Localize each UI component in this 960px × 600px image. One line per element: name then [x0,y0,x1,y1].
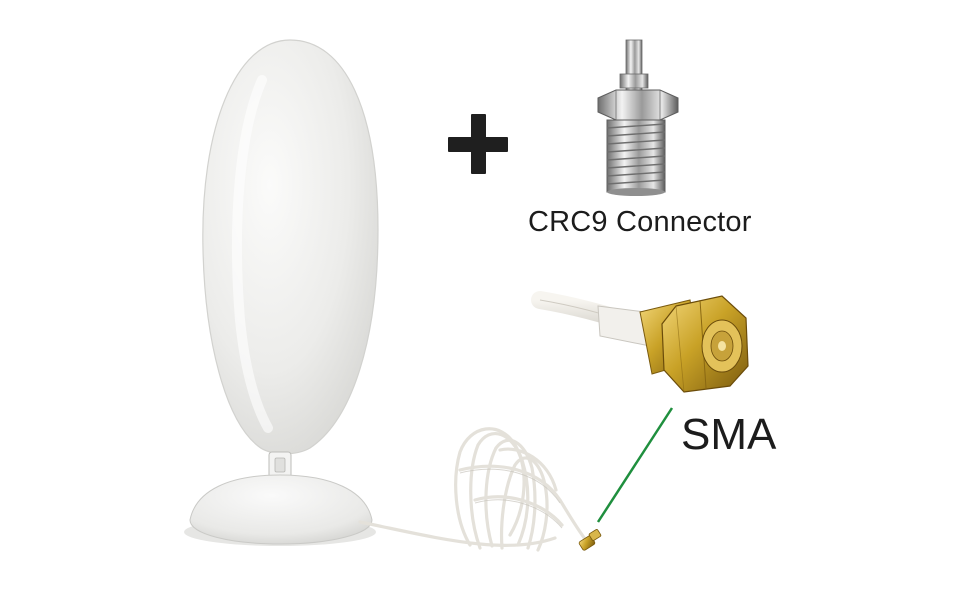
antenna-neck-slot [274,457,286,473]
antenna [184,39,379,546]
crc9-connector [597,39,679,196]
sma-connector [531,291,749,393]
cable-sma-tip [578,529,602,551]
antenna-paddle [202,39,379,455]
antenna-base [189,474,373,545]
antenna-highlight [231,75,273,433]
sma-label: SMA [681,410,777,459]
crc9-connector-label: CRC9 Connector [528,206,752,238]
plus-icon [448,114,508,174]
cable-shadow [459,468,563,529]
antenna-cable [358,427,592,552]
sma-pointer-line [596,407,674,523]
